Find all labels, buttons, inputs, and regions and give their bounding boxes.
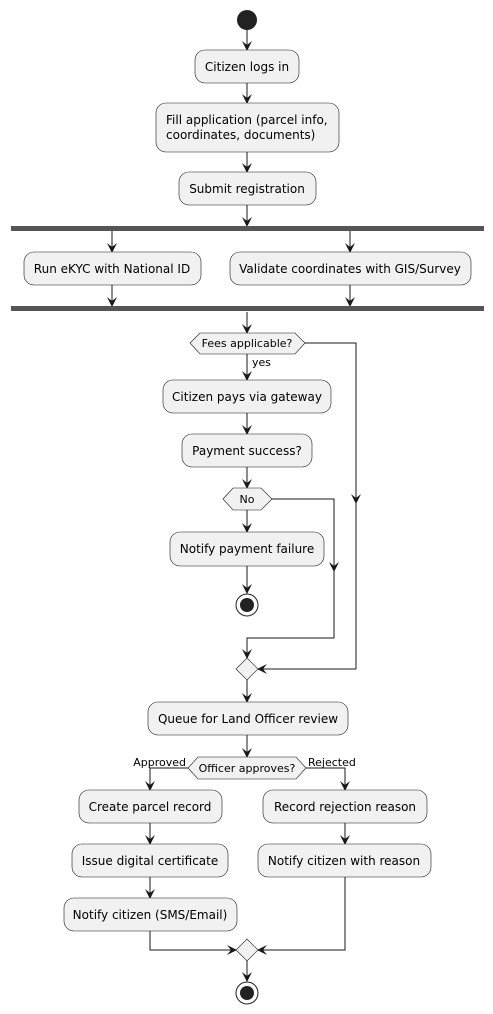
svg-text:Fill application (parcel info,: Fill application (parcel info, [166,113,328,127]
branch-label-rejected: Rejected [308,756,356,769]
svg-text:Fees applicable?: Fees applicable? [202,337,293,350]
fork-bar [11,226,484,231]
join-bar [11,306,484,311]
activity-create-parcel-record: Create parcel record [78,789,223,824]
activity-run-ekyc: Run eKYC with National ID [23,251,202,286]
activity-issue-certificate: Issue digital certificate [71,843,229,878]
end-merge-diamond [235,938,259,962]
decision-fees-applicable: Fees applicable? [189,332,306,355]
svg-text:Create parcel record: Create parcel record [89,800,212,814]
activity-validate-coordinates: Validate coordinates with GIS/Survey [229,251,472,286]
svg-text:Queue for Land Officer review: Queue for Land Officer review [158,712,338,726]
activity-notify-citizen-sms: Notify citizen (SMS/Email) [63,897,238,932]
merge-diamond [235,657,259,681]
branch-label-approved: Approved [133,756,186,769]
svg-text:Issue digital certificate: Issue digital certificate [82,854,219,868]
svg-text:Notify citizen (SMS/Email): Notify citizen (SMS/Email) [73,908,228,922]
svg-text:Record rejection reason: Record rejection reason [274,800,416,814]
activity-citizen-logs-in: Citizen logs in [194,49,300,84]
activity-notify-citizen-reason: Notify citizen with reason [257,843,432,878]
branch-label-yes: yes [252,356,271,369]
decision-officer-approves: Officer approves? [187,756,307,780]
decision-no: No [222,487,273,511]
svg-text:Payment success?: Payment success? [192,444,302,458]
start-node [237,10,257,30]
stop-node-payment [235,593,259,617]
svg-text:Run eKYC with National ID: Run eKYC with National ID [34,262,190,276]
svg-text:Citizen logs in: Citizen logs in [205,60,289,74]
edges [107,30,361,982]
svg-text:Notify payment failure: Notify payment failure [180,542,314,556]
svg-text:Submit registration: Submit registration [189,182,305,196]
svg-text:No: No [240,493,255,506]
activity-queue-review: Queue for Land Officer review [147,701,349,736]
svg-text:Citizen pays via gateway: Citizen pays via gateway [172,390,322,404]
activity-payment-success: Payment success? [181,433,313,468]
activity-notify-payment-failure: Notify payment failure [169,531,325,567]
activity-submit-registration: Submit registration [178,171,317,206]
stop-node-final [235,981,259,1005]
svg-text:Validate coordinates with GIS/: Validate coordinates with GIS/Survey [239,262,461,276]
activity-citizen-pays: Citizen pays via gateway [162,379,332,414]
svg-text:Officer approves?: Officer approves? [199,762,296,775]
svg-text:coordinates, documents): coordinates, documents) [166,128,315,142]
activity-fill-application: Fill application (parcel info, coordinat… [155,102,340,153]
svg-text:Notify citizen with reason: Notify citizen with reason [268,854,420,868]
activity-record-rejection: Record rejection reason [262,789,428,824]
